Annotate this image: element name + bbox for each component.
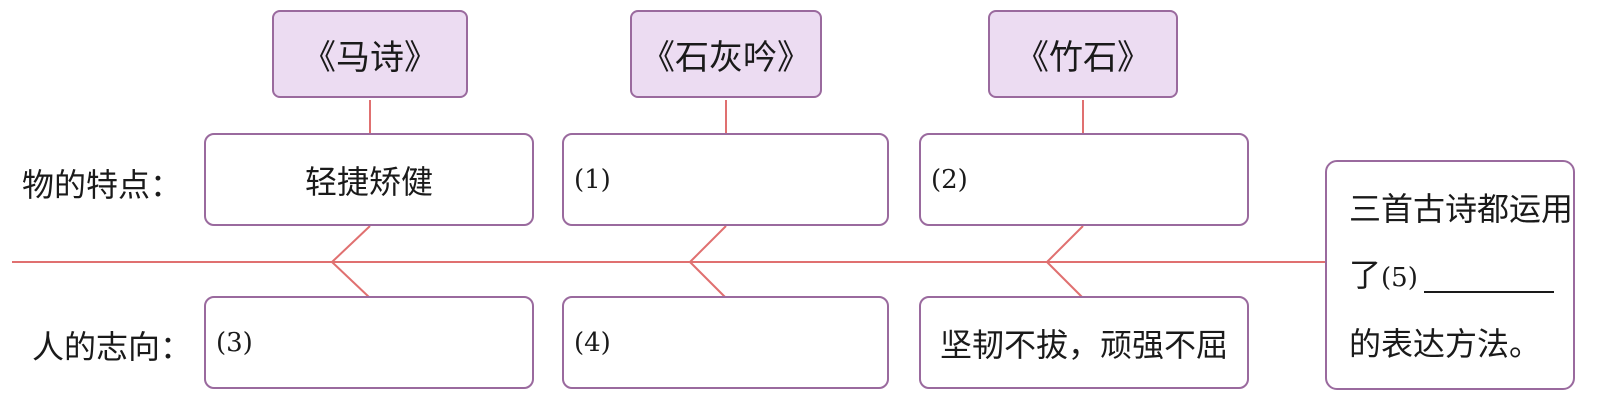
blank-number-3: (3) (216, 327, 253, 358)
cell-trait-3[interactable]: (2) (919, 133, 1249, 226)
branch-lower-1 (331, 261, 371, 299)
summary-line-3: 的表达方法。 (1349, 325, 1542, 363)
summary-line-2: 了(5) (1349, 242, 1573, 311)
branch-upper-3 (1046, 225, 1084, 263)
blank-number-4: (4) (574, 327, 611, 358)
branch-upper-1 (331, 225, 371, 263)
summary-line-1: 三首古诗都运用 (1349, 190, 1574, 228)
blank-number-2: (2) (931, 164, 968, 195)
blank-number-5: (5) (1381, 263, 1418, 293)
blank-number-1: (1) (574, 164, 611, 195)
summary-box: 三首古诗都运用 了(5) 的表达方法。 (1325, 160, 1575, 390)
cell-aspiration-3: 坚韧不拔，顽强不屈 (919, 296, 1249, 389)
cell-trait-2[interactable]: (1) (562, 133, 889, 226)
branch-upper-2 (689, 225, 727, 263)
title-poem3: 《竹石》 (988, 10, 1178, 98)
summary-line-2-prefix: 了 (1349, 256, 1382, 294)
cell-trait-1-text: 轻捷矫健 (304, 162, 433, 201)
title-poem1: 《马诗》 (272, 10, 468, 98)
row-label-aspirations: 人的志向： (32, 328, 193, 366)
cell-aspiration-3-text: 坚韧不拔，顽强不屈 (939, 325, 1228, 364)
branch-lower-3 (1046, 261, 1084, 299)
cell-aspiration-2[interactable]: (4) (562, 296, 889, 389)
title-poem2: 《石灰吟》 (630, 10, 822, 98)
cell-trait-1: 轻捷矫健 (204, 133, 534, 226)
branch-lower-2 (689, 261, 727, 299)
cell-aspiration-1[interactable]: (3) (204, 296, 534, 389)
answer-blank-5[interactable] (1423, 261, 1554, 293)
row-label-traits: 物的特点： (22, 166, 183, 204)
